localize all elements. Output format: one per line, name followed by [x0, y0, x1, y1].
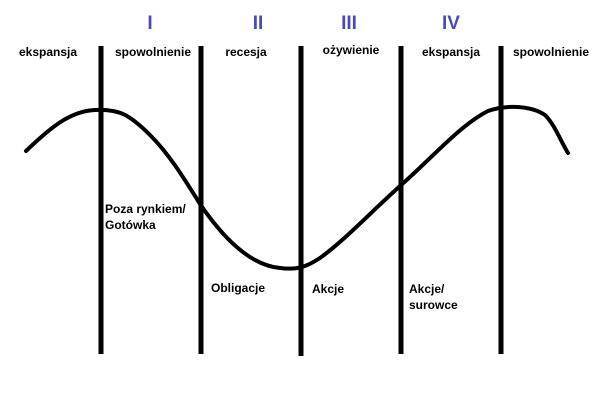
phase-label-recession: recesja	[225, 45, 267, 59]
stage-label-1: I	[147, 13, 152, 34]
asset-label-cash-line-1: Poza rynkiem/	[105, 202, 186, 216]
stage-label-2: II	[253, 13, 264, 34]
stage-label-3: III	[341, 13, 357, 34]
asset-label-bonds-line-1: Obligacje	[211, 281, 265, 295]
asset-label-cash: Poza rynkiem/ Gotówka	[105, 202, 189, 232]
stage-label-4: IV	[442, 13, 460, 34]
asset-label-stocks-line-1: Akcje	[312, 282, 344, 296]
asset-label-stocks-commodities-line-1: Akcje/	[409, 282, 445, 296]
asset-label-stocks-commodities: Akcje/ surowce	[409, 282, 458, 312]
phase-label-recovery: ożywienie	[323, 43, 380, 57]
business-cycle-curve	[24, 104, 570, 271]
phase-label-slowdown-1: spowolnienie	[115, 45, 191, 59]
phase-label-expansion-2: ekspansja	[422, 45, 480, 59]
asset-label-bonds: Obligacje	[211, 281, 265, 295]
asset-label-cash-line-2: Gotówka	[105, 218, 156, 232]
phase-label-expansion-1: ekspansja	[19, 45, 77, 59]
asset-label-stocks-commodities-line-2: surowce	[409, 298, 458, 312]
phase-label-slowdown-2: spowolnienie	[513, 45, 589, 59]
asset-label-stocks: Akcje	[312, 282, 344, 296]
